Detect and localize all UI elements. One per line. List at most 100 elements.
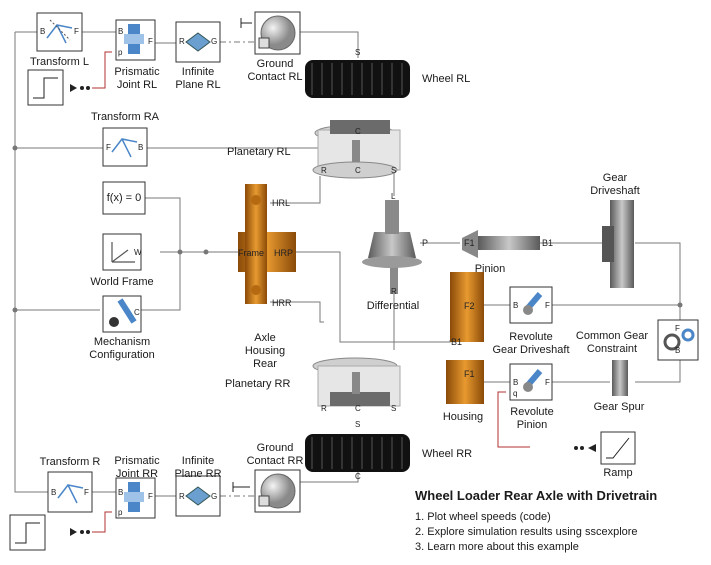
link-plot-wheel-speeds[interactable]: 1. Plot wheel speeds (code) <box>415 511 551 523</box>
axle-housing-rear-label: Axle Housing Rear <box>244 332 286 370</box>
prismatic-joint-rr-block[interactable] <box>115 477 156 519</box>
solver-config-label: f(x) = 0 <box>106 192 142 204</box>
port-label: B <box>118 488 124 497</box>
step-input-rl-block[interactable] <box>27 69 64 106</box>
port-label: C <box>134 308 140 317</box>
port-label: G <box>211 492 218 501</box>
port-label: C <box>355 127 361 136</box>
ground-contact-rl-label: Ground Contact RL <box>247 58 303 83</box>
port-label: S <box>391 166 397 175</box>
junction-dots <box>12 145 683 313</box>
port-label: P <box>422 238 429 248</box>
port-label: B <box>51 488 57 497</box>
world-frame-block[interactable] <box>102 233 142 271</box>
link-explore-results[interactable]: 2. Explore simulation results using ssce… <box>415 526 638 538</box>
ground-contact-rr-block[interactable] <box>254 469 301 513</box>
signal-converter-rr-icon <box>70 528 90 536</box>
port-label: B <box>513 301 519 310</box>
prismatic-joint-rr-label: Prismatic Joint RR <box>114 455 160 480</box>
port-label: F <box>545 378 550 387</box>
port-label: HRL <box>272 198 291 208</box>
port-label: B <box>118 27 124 36</box>
step-input-rr-block[interactable] <box>9 514 46 551</box>
port-label: F1 <box>464 369 475 379</box>
port-label: F <box>148 492 153 501</box>
port-label: F <box>148 37 153 46</box>
ground-rr-bracket-icon <box>232 482 250 492</box>
infinite-plane-rl-block[interactable] <box>175 21 221 63</box>
port-label: p <box>118 48 123 57</box>
port-label: F <box>74 27 79 36</box>
planetary-rl-graphic[interactable] <box>312 120 401 179</box>
infinite-plane-rr-block[interactable] <box>175 475 221 517</box>
signal-converter-rl-icon <box>70 84 90 92</box>
wheel-rr-graphic[interactable] <box>305 434 410 472</box>
port-label: S <box>355 48 361 57</box>
port-label: C <box>355 404 361 413</box>
revolute-gear-driveshaft-block[interactable] <box>509 286 553 324</box>
transform-ra-label: Transform RA <box>90 111 160 123</box>
port-label: F <box>545 301 550 310</box>
port-label: B <box>675 346 681 355</box>
gear-driveshaft-label: Gear Driveshaft <box>590 172 640 197</box>
gear-spur-label: Gear Spur <box>593 401 645 413</box>
planetary-rr-label: Planetary RR <box>225 378 291 390</box>
port-label: Frame <box>238 248 265 258</box>
model-title: Wheel Loader Rear Axle with Drivetrain <box>415 488 658 503</box>
pinion-graphic[interactable] <box>462 230 540 258</box>
signal-lines <box>92 51 530 533</box>
port-label: R <box>179 492 185 501</box>
port-label: F <box>106 143 111 152</box>
mechanism-configuration-label: Mechanism Configuration <box>89 336 155 361</box>
transform-r-block[interactable] <box>47 471 93 513</box>
common-gear-constraint-block[interactable] <box>657 319 699 361</box>
model-links: 1. Plot wheel speeds (code) 2. Explore s… <box>415 510 638 555</box>
port-label: C <box>355 166 361 175</box>
solver-config-block[interactable] <box>102 181 146 215</box>
port-label: B1 <box>542 238 554 248</box>
port-label: F1 <box>464 238 475 248</box>
ground-rl-bracket-icon <box>240 18 252 28</box>
transform-l-block[interactable] <box>36 12 83 52</box>
common-gear-constraint-label: Common Gear Constraint <box>575 330 649 355</box>
port-label: p <box>118 508 123 517</box>
revolute-gear-driveshaft-label: Revolute Gear Driveshaft <box>492 331 570 356</box>
signal-converter-ramp-icon <box>574 444 596 452</box>
wheel-rr-label: Wheel RR <box>422 448 473 460</box>
port-label: HRP <box>274 248 294 258</box>
ramp-block[interactable] <box>600 431 636 465</box>
revolute-pinion-block[interactable] <box>509 363 553 401</box>
gear-spur-graphic[interactable] <box>612 360 628 396</box>
ramp-label: Ramp <box>603 467 633 479</box>
port-label: HRR <box>272 298 292 308</box>
link-learn-more[interactable]: 3. Learn more about this example <box>415 541 579 553</box>
wheel-rl-graphic[interactable] <box>305 60 410 98</box>
pinion-label: Pinion <box>474 263 506 275</box>
port-label: R <box>391 287 397 296</box>
differential-graphic[interactable] <box>362 200 422 294</box>
prismatic-joint-rl-block[interactable] <box>115 19 156 61</box>
mechanism-configuration-block[interactable] <box>102 295 142 333</box>
axle-housing-rear-graphic[interactable] <box>238 184 296 304</box>
port-label: C <box>355 472 361 481</box>
port-label: F <box>84 488 89 497</box>
port-label: B <box>138 143 144 152</box>
port-label: R <box>321 166 327 175</box>
planetary-rr-graphic[interactable] <box>312 357 401 407</box>
port-label: B <box>40 27 46 36</box>
planetary-rl-label: Planetary RL <box>227 146 291 158</box>
port-label: S <box>355 420 361 429</box>
transform-r-label: Transform R <box>39 456 101 468</box>
differential-label: Differential <box>366 300 420 312</box>
port-label: L <box>391 192 396 201</box>
transform-ra-block[interactable] <box>102 127 148 167</box>
housing-graphic[interactable] <box>446 272 484 404</box>
port-label: S <box>391 404 397 413</box>
world-frame-label: World Frame <box>90 276 154 288</box>
port-label: F <box>675 324 680 333</box>
ground-contact-rr-label: Ground Contact RR <box>246 442 304 467</box>
gear-driveshaft-graphic[interactable] <box>602 200 634 288</box>
port-label: B1 <box>451 337 463 347</box>
ground-contact-rl-block[interactable] <box>254 11 301 55</box>
